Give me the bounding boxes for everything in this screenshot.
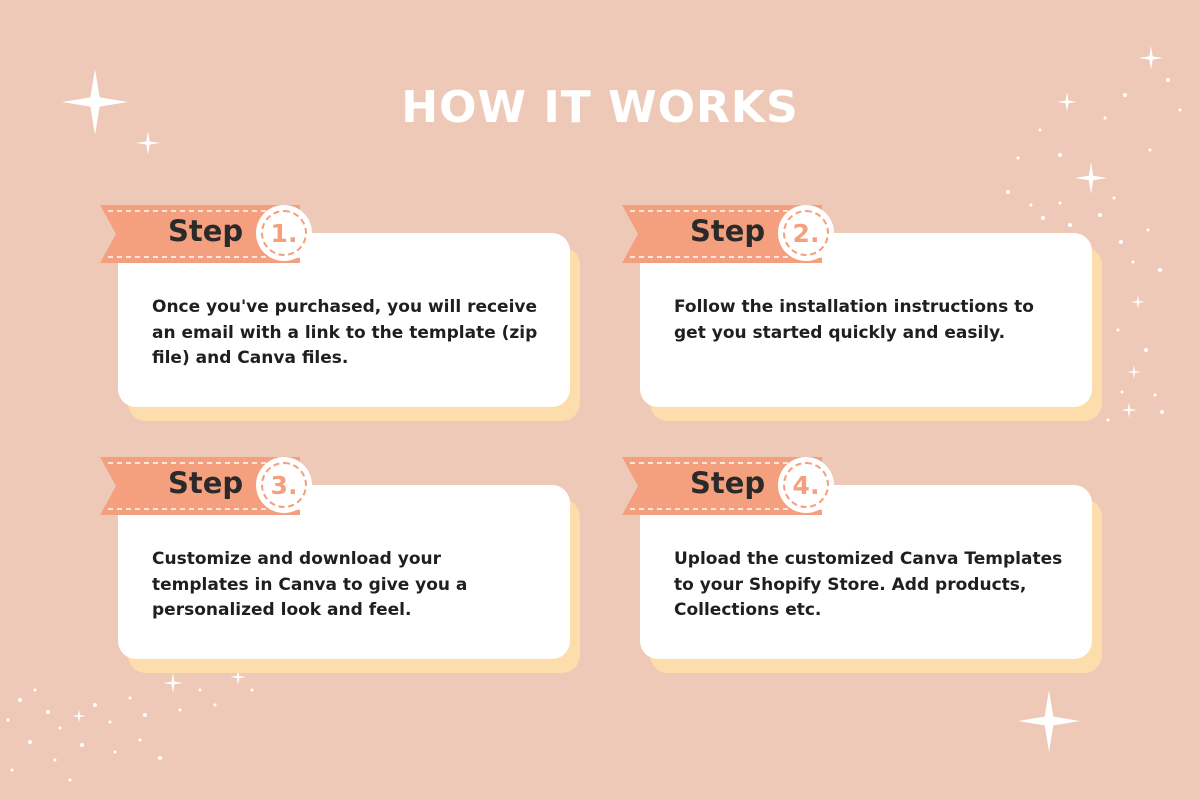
step-description: Upload the customized Canva Templates to…	[674, 549, 1063, 620]
step-label: Step	[168, 466, 244, 500]
step-card-4: Upload the customized Canva Templates to…	[622, 453, 1120, 683]
ribbon-banner: Step 3.	[100, 453, 340, 519]
ribbon-icon	[622, 205, 822, 263]
step-number-badge: 3.	[256, 457, 312, 513]
step-number-badge: 4.	[778, 457, 834, 513]
step-number: 4.	[783, 462, 829, 508]
step-description: Follow the installation instructions to …	[674, 297, 1034, 343]
ribbon-banner: Step 1.	[100, 201, 340, 267]
step-number: 2.	[783, 210, 829, 256]
card: Once you've purchased, you will receive …	[118, 233, 570, 407]
step-description: Once you've purchased, you will receive …	[152, 297, 538, 368]
step-card-3: Customize and download your templates in…	[100, 453, 598, 683]
page-title: HOW IT WORKS	[401, 82, 799, 133]
step-number-badge: 2.	[778, 205, 834, 261]
step-number: 1.	[261, 210, 307, 256]
ribbon-icon	[622, 457, 822, 515]
ribbon-banner: Step 4.	[622, 453, 862, 519]
step-description: Customize and download your templates in…	[152, 549, 468, 620]
step-number-badge: 1.	[256, 205, 312, 261]
ribbon-icon	[100, 205, 300, 263]
step-card-2: Follow the installation instructions to …	[622, 201, 1120, 431]
step-label: Step	[690, 466, 766, 500]
step-card-1: Once you've purchased, you will receive …	[100, 201, 598, 431]
ribbon-banner: Step 2.	[622, 201, 862, 267]
step-label: Step	[690, 214, 766, 248]
ribbon-icon	[100, 457, 300, 515]
step-number: 3.	[261, 462, 307, 508]
step-label: Step	[168, 214, 244, 248]
